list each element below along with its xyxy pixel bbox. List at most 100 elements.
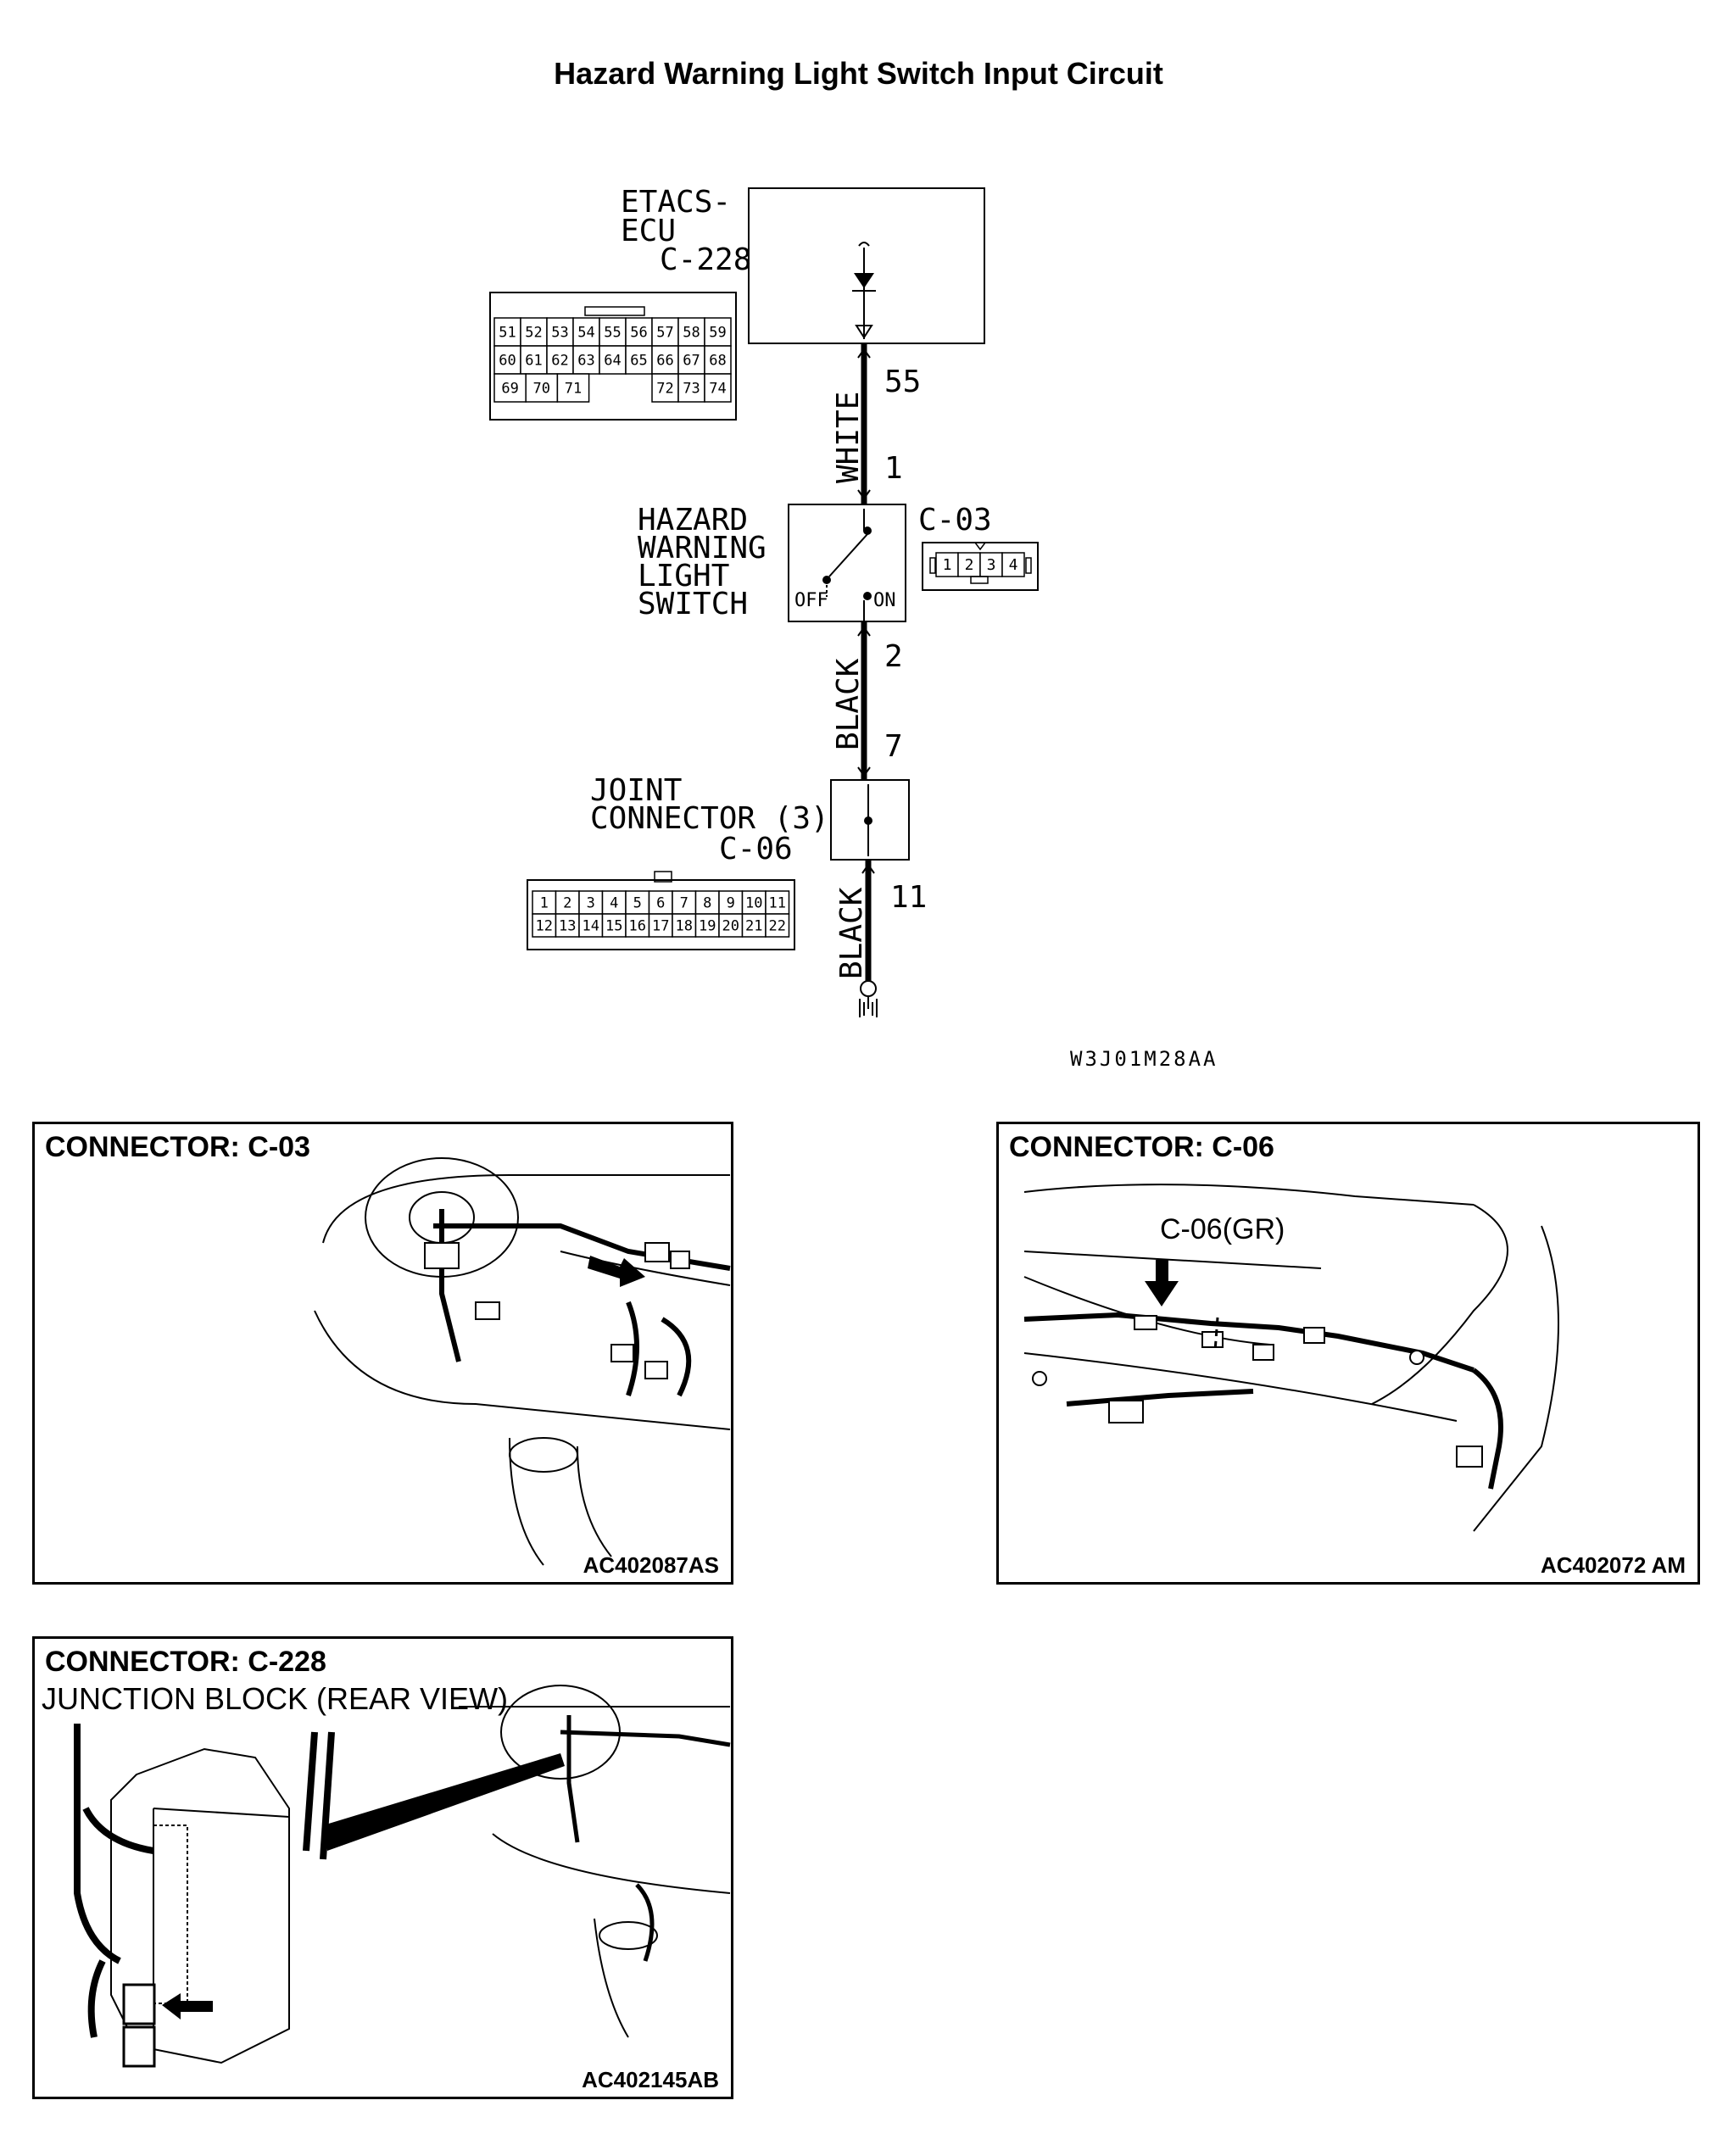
connector-c228-panel: CONNECTOR: C-228 JUNCTION BLOCK (REAR VI… [32,1636,733,2099]
joint-pin-14: 14 [583,918,599,935]
wire-black-lower [860,860,877,997]
ecu-pin-58: 58 [683,325,700,342]
ecu-pin-52: 52 [525,325,542,342]
wire-black-lower-pin-top: 11 [890,880,927,915]
joint-pin-2: 2 [563,895,571,912]
joint-pin-15: 15 [605,918,622,935]
c228-arrow-icon [162,1993,213,2020]
c03-panel-title: CONNECTOR: C-03 [45,1131,310,1163]
joint-pin-20: 20 [722,918,739,935]
ecu-pin-66: 66 [656,353,673,370]
wire-white-pin-top: 55 [884,365,921,399]
joint-pin-16: 16 [629,918,646,935]
wire-black-lower-label: BLACK [834,887,869,979]
c03-arrow-icon [588,1256,645,1287]
c228-location-illustration [74,1685,731,2068]
ecu-pin-70: 70 [533,381,550,398]
switch-pin-2: 2 [965,556,974,574]
joint-pin-5: 5 [633,895,642,912]
ecu-connector-face: 51 52 53 54 55 56 57 58 59 60 61 62 63 64 65 66 67 68 69 70… [489,292,737,421]
joint-connector-label: C-06 [719,832,793,866]
ecu-pin-56: 56 [630,325,647,342]
joint-name-line1: JOINT [590,773,682,808]
wire-black-middle-label: BLACK [831,658,866,750]
ecu-name-line2: ECU [621,214,676,248]
joint-pin-18: 18 [676,918,693,935]
ecu-pin-74: 74 [709,381,726,398]
switch-pin-3: 3 [987,556,996,574]
ecu-pin-51: 51 [499,325,516,342]
joint-pin-3: 3 [587,895,595,912]
ecu-name-line1: ETACS- [621,185,731,220]
ecu-pin-65: 65 [630,353,647,370]
switch-off-label: OFF [794,590,828,611]
ecu-pin-73: 73 [683,381,700,398]
ecu-pin-63: 63 [577,353,594,370]
switch-name-line2: WARNING [638,531,767,565]
joint-pin-6: 6 [656,895,665,912]
joint-pin-22: 22 [769,918,786,935]
ecu-pin-59: 59 [709,325,726,342]
joint-pin-4: 4 [610,895,618,912]
joint-pin-13: 13 [559,918,576,935]
joint-pin-21: 21 [745,918,762,935]
ecu-pin-68: 68 [709,353,726,370]
connector-c06-panel: C-06(GR) CONNECTOR: C-06 AC402072 AM [996,1122,1700,1585]
c03-image-id: AC402087AS [583,1552,719,1578]
ecu-pin-71: 71 [565,381,582,398]
switch-name-line1: HAZARD [638,503,748,538]
ecu-pin-54: 54 [577,325,594,342]
wire-black-middle-pin-top: 2 [884,639,903,674]
ecu-pin-62: 62 [551,353,568,370]
wire-white [857,343,871,504]
diagram-code: W3J01M28AA [1070,1047,1218,1071]
ecu-pin-55: 55 [604,325,621,342]
joint-pin-17: 17 [652,918,669,935]
joint-pin-10: 10 [745,895,762,912]
c06-panel-title: CONNECTOR: C-06 [1009,1131,1274,1163]
switch-connector-label: C-03 [918,503,992,538]
c228-panel-title: CONNECTOR: C-228 [45,1646,326,1678]
c228-image-id: AC402145AB [582,2067,719,2092]
wire-white-label: WHITE [831,392,866,483]
joint-pin-8: 8 [703,895,711,912]
switch-name-line3: LIGHT [638,559,729,593]
ecu-pin-64: 64 [604,353,621,370]
joint-pin-11: 11 [769,895,786,912]
joint-pin-12: 12 [536,918,553,935]
ecu-pin-67: 67 [683,353,700,370]
c228-panel-subtitle: JUNCTION BLOCK (REAR VIEW) [42,1681,509,1716]
joint-pin-1: 1 [540,895,549,912]
ecu-pin-61: 61 [525,353,542,370]
wire-black-middle-pin-bottom: 7 [884,729,903,764]
page-title: Hazard Warning Light Switch Input Circui… [554,56,1163,91]
joint-pin-9: 9 [727,895,735,912]
switch-pin-1: 1 [943,556,952,574]
joint-internal [864,784,872,856]
ecu-pin-72: 72 [656,381,673,398]
ecu-connector-label: C-228 [660,242,751,277]
c06-image-id: AC402072 AM [1540,1552,1686,1578]
c03-location-illustration [314,1157,731,1566]
connector-c03-panel: CONNECTOR: C-03 AC402087AS [32,1122,733,1585]
wire-black-middle [857,621,871,780]
ecu-pin-60: 60 [499,353,516,370]
ground-icon [859,996,878,1017]
joint-name-line2: CONNECTOR (3) [590,801,829,836]
wire-white-pin-bottom: 1 [884,451,903,486]
ecu-pin-53: 53 [551,325,568,342]
switch-on-label: ON [873,590,896,611]
switch-name-line4: SWITCH [638,587,748,621]
ecu-internal-symbol [852,242,876,339]
ecu-box [748,187,985,344]
switch-contacts [822,509,872,621]
ecu-pin-57: 57 [656,325,673,342]
c06-arrow-icon [1145,1260,1179,1306]
ecu-pin-69: 69 [501,381,518,398]
joint-pin-7: 7 [680,895,688,912]
c06-callout: C-06(GR) [1160,1213,1285,1245]
c06-location-illustration: C-06(GR) [1023,1184,1559,1532]
